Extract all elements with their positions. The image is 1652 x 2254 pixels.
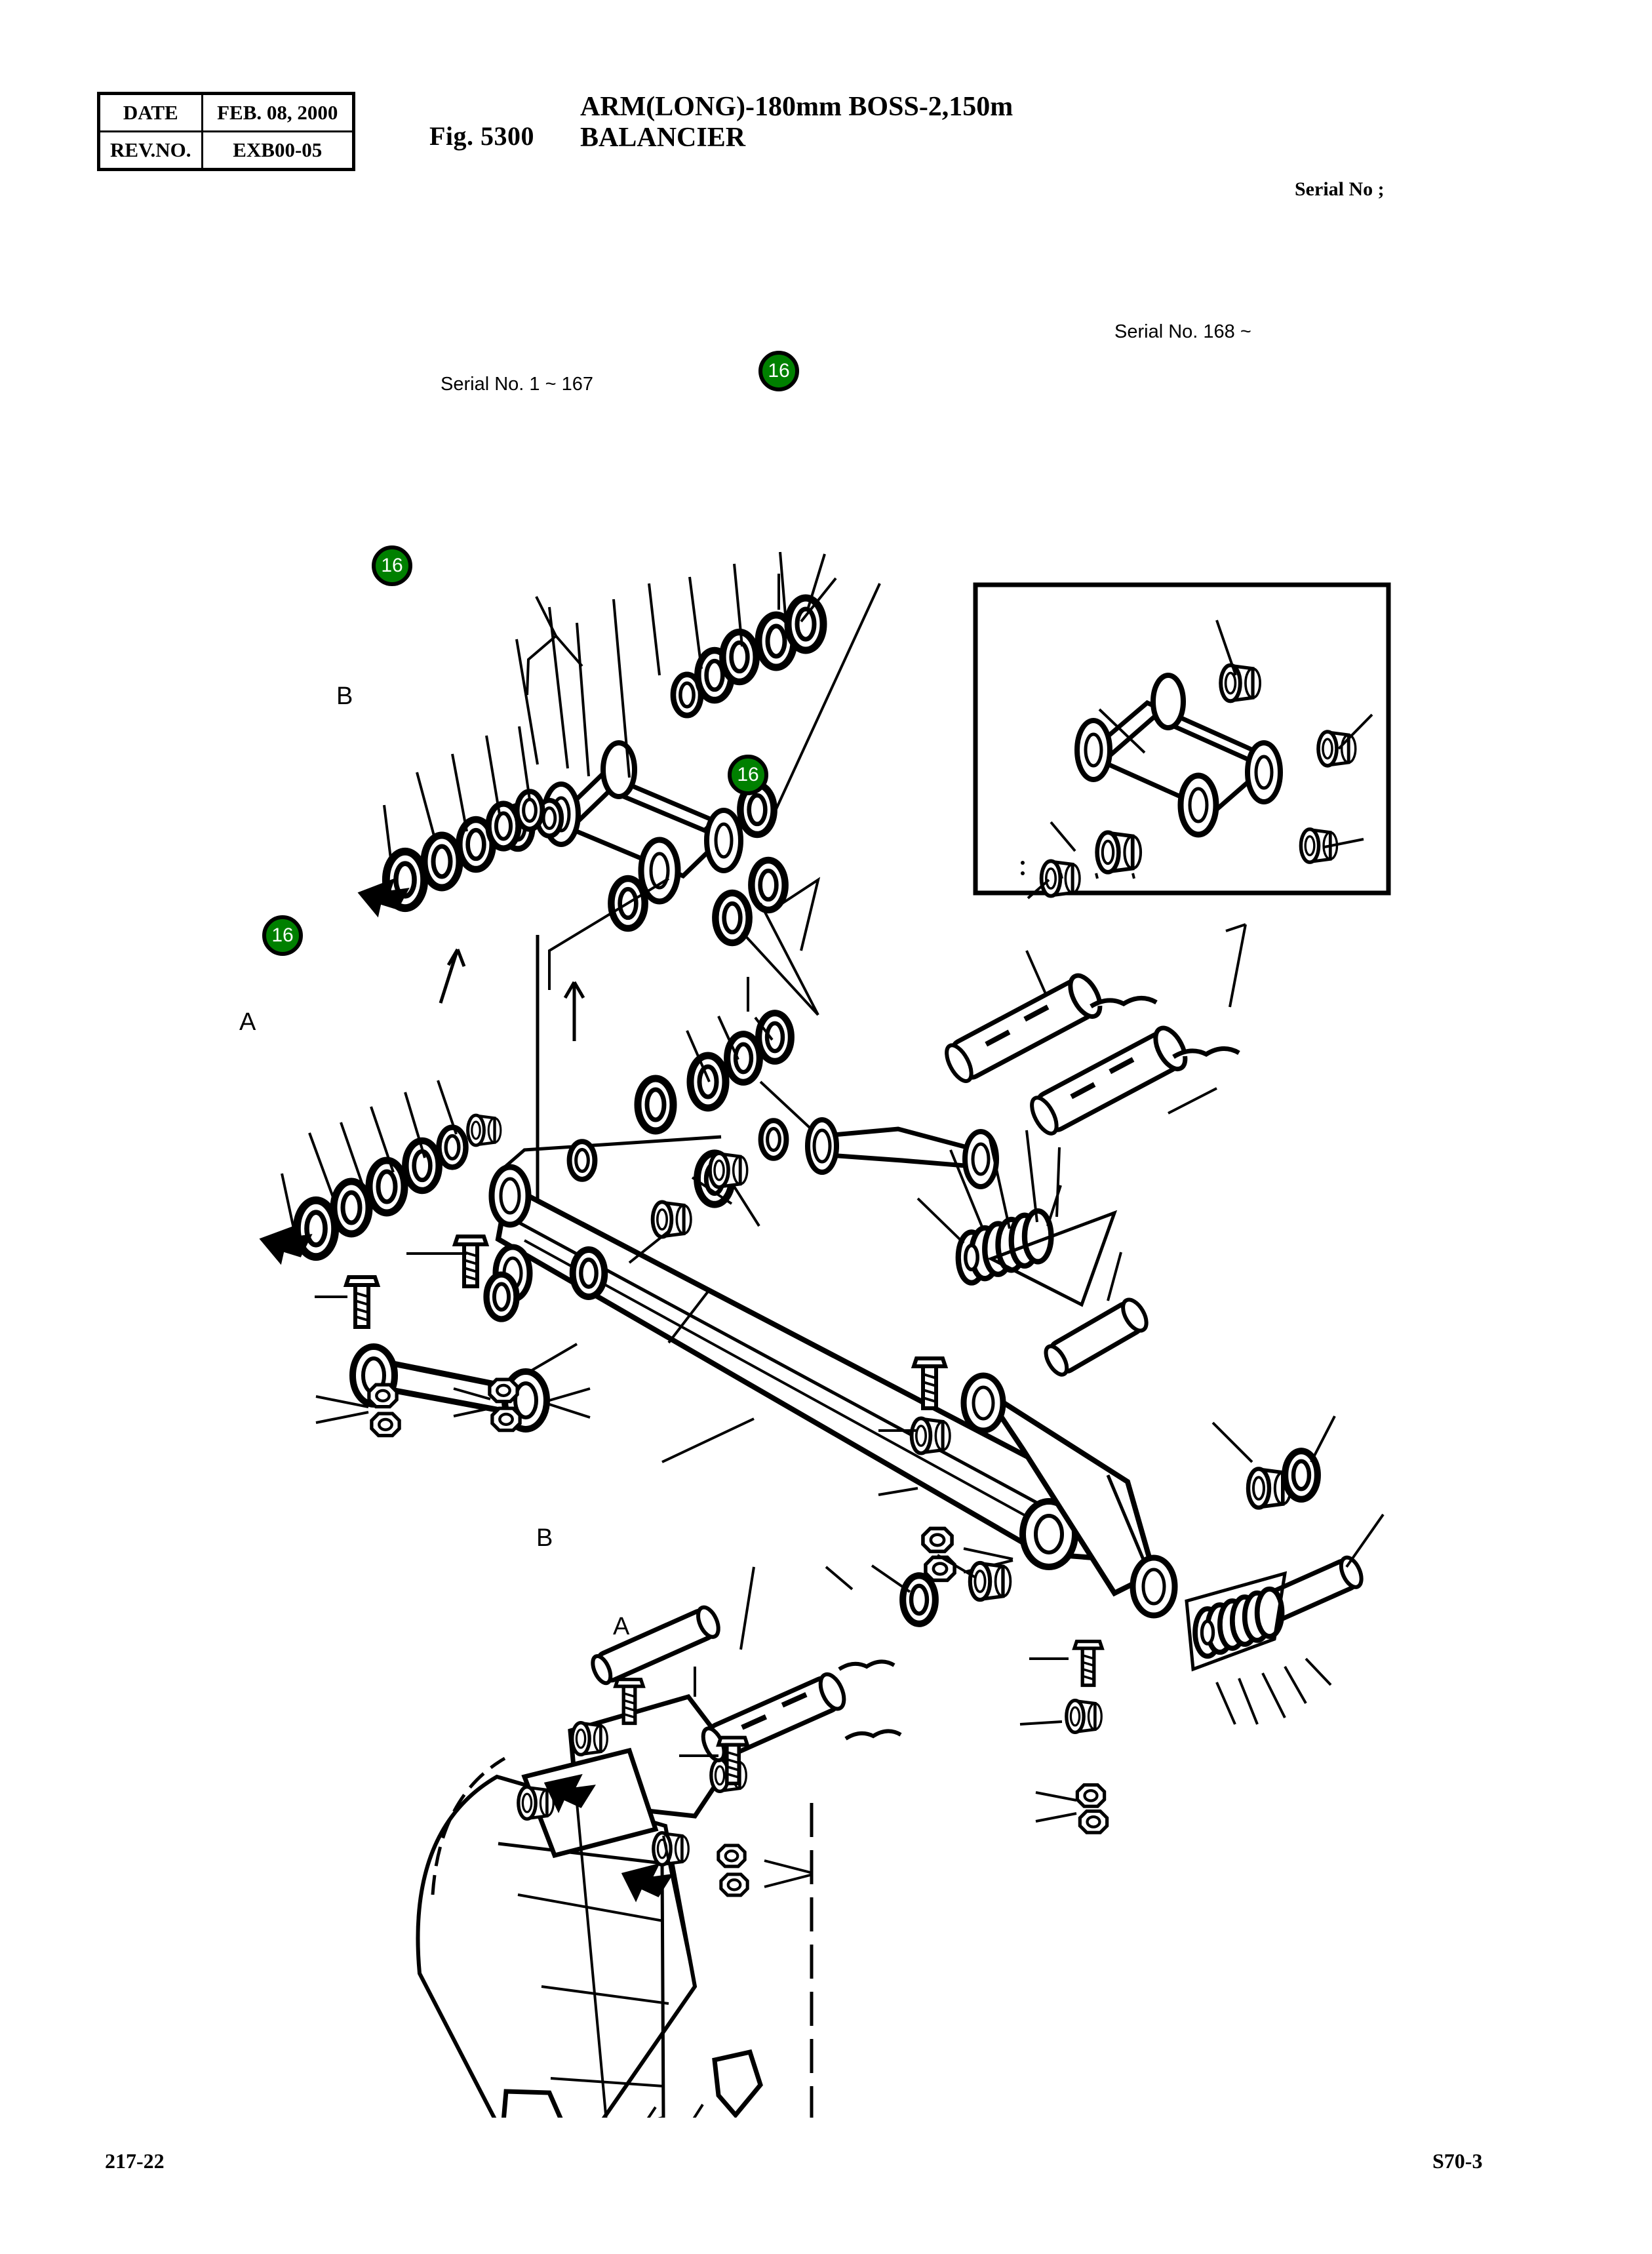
washer-row-middle (638, 923, 1247, 1237)
serial-range-inset-label: Serial No. 168 ~ (1114, 321, 1251, 342)
bucket-ears (519, 1693, 746, 1903)
callout-badge-16-top-right[interactable]: 16 (758, 351, 799, 391)
serial-range-main-label: Serial No. 1 ~ 167 (441, 374, 593, 395)
figure-number: Fig. 5300 (429, 121, 535, 151)
page-title: ARM(LONG)-180mm BOSS-2,150m BALANCIER (580, 92, 1013, 153)
diagram-svg (259, 551, 1391, 2118)
callout-badge-16-lower-left[interactable]: 16 (262, 915, 303, 956)
revision-value: EXB00-05 (201, 130, 355, 170)
section-marker-b-bucket: B (536, 1524, 553, 1552)
date-label: DATE (98, 92, 203, 132)
exploded-parts-diagram (0, 216, 1652, 2118)
date-value: FEB. 08, 2000 (201, 92, 355, 132)
left-lower-link (315, 1236, 591, 1436)
revision-label: REV.NO. (98, 130, 203, 170)
section-marker-a-bucket: A (613, 1613, 630, 1640)
arrow-a-lower (259, 1224, 313, 1265)
footer-page-right: S70-3 (1432, 2149, 1483, 2173)
arrow-a-bucket (621, 1863, 673, 1903)
serial-no-field-label: Serial No ; (1295, 178, 1385, 200)
top-link-assembly (383, 551, 881, 1016)
section-marker-b-upper: B (336, 682, 353, 710)
callout-badge-16-upper-left[interactable]: 16 (372, 545, 412, 586)
table-row: REV.NO. EXB00-05 (98, 130, 355, 170)
washer-row-section-b (357, 726, 542, 918)
footer-page-left: 217-22 (105, 2149, 165, 2173)
arrow-b-upper (357, 878, 410, 918)
callout-badge-16-middle[interactable]: 16 (728, 755, 768, 795)
arm-tip-link (960, 1372, 1178, 1619)
page-title-line1: ARM(LONG)-180mm BOSS-2,150m (580, 92, 1013, 122)
arrow-b-bucket (543, 1773, 596, 1813)
bucket-assembly (416, 1566, 902, 2118)
section-marker-a-lower: A (239, 1008, 256, 1036)
washer-row-section-a (259, 1080, 501, 1265)
inset-serial-168-box (973, 582, 1391, 900)
table-row: DATE FEB. 08, 2000 (98, 92, 355, 132)
right-assembly (871, 1130, 1385, 1832)
page-title-line2: BALANCIER (580, 123, 746, 153)
revision-meta-table: DATE FEB. 08, 2000 REV.NO. EXB00-05 (97, 92, 355, 171)
